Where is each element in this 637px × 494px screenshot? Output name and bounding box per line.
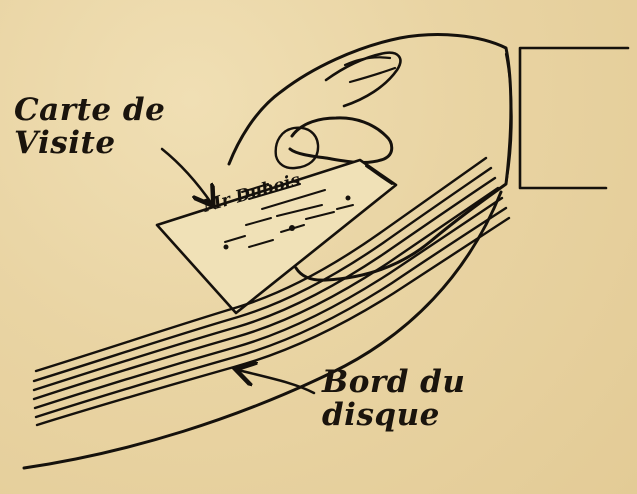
disc-edge-arc (22, 190, 503, 470)
thumb (288, 116, 394, 165)
card-label: Carte de Visite (14, 92, 166, 161)
ring-finger-line (348, 66, 397, 84)
visiting-card (155, 158, 398, 315)
sleeve-outline (518, 46, 630, 190)
disc-edge-lines (32, 156, 511, 427)
thumb-nail (274, 126, 320, 170)
disc-edge-label: Bord du disque (322, 364, 466, 433)
hand-outline (227, 33, 513, 282)
card-label-arrow (160, 147, 212, 204)
card-writing-marks (223, 183, 354, 250)
middle-finger-line (343, 56, 392, 67)
disc-label-arrow (238, 370, 316, 395)
index-finger (324, 51, 402, 108)
card-inner-fold (365, 165, 393, 185)
